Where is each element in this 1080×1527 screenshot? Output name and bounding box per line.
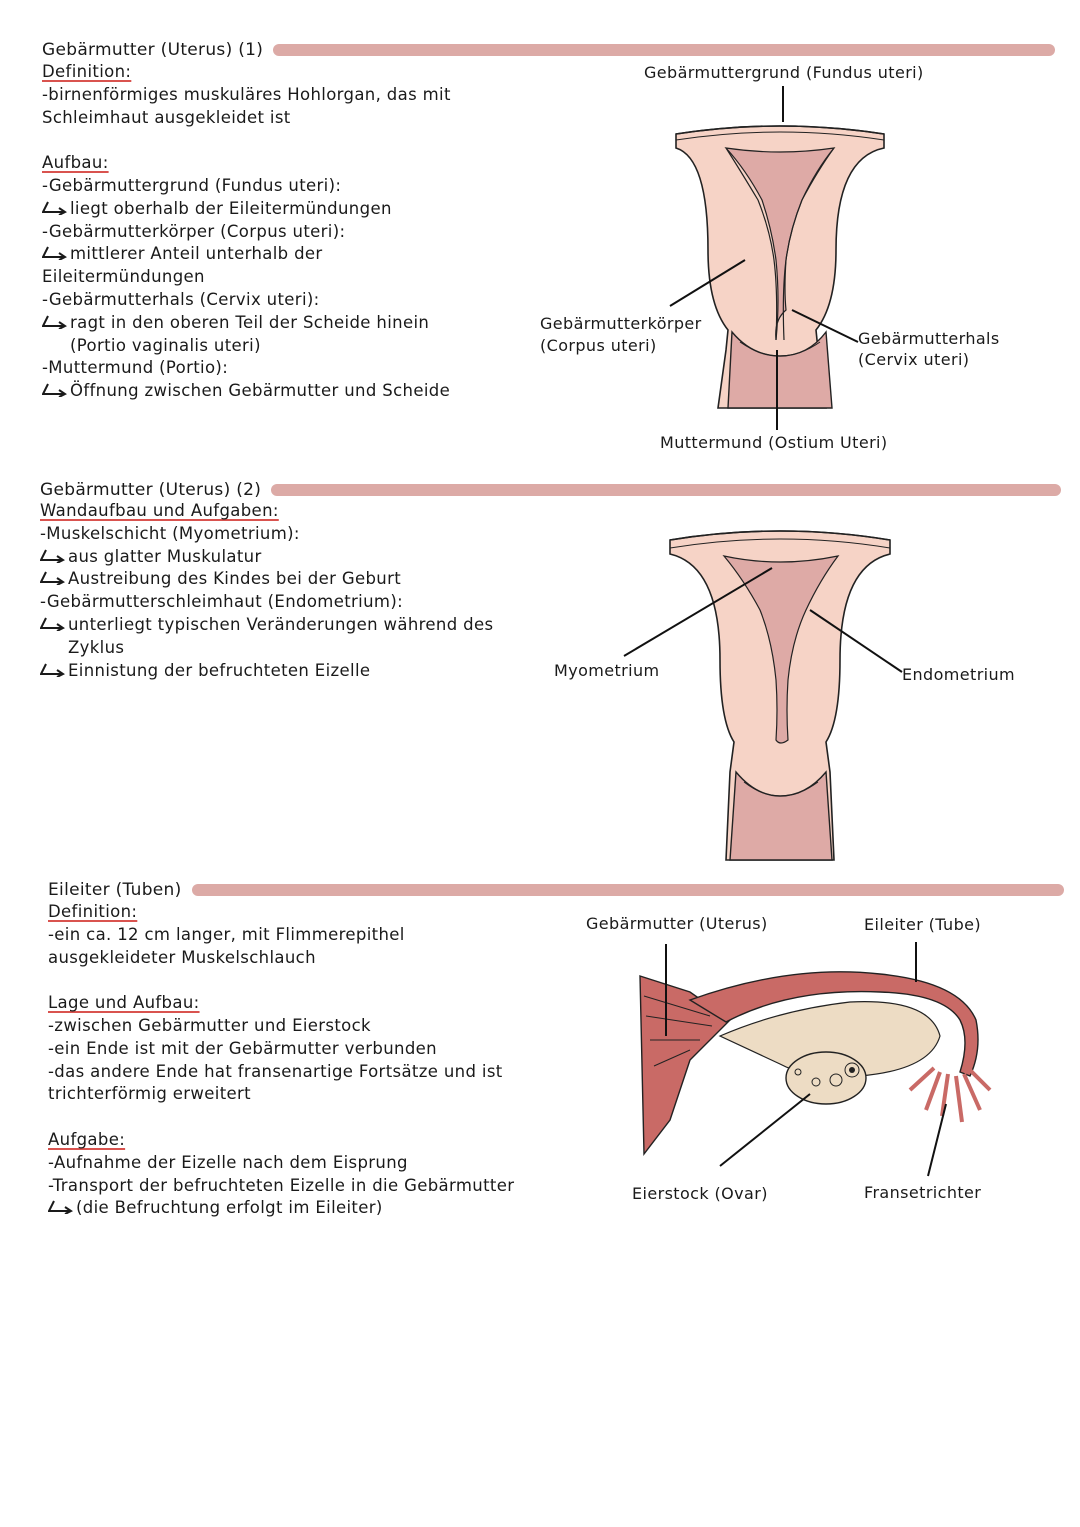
note-line-arrow: mittlerer Anteil unterhalb der bbox=[42, 243, 451, 266]
hook-arrow-icon bbox=[40, 663, 65, 677]
wandaufbau-heading: Wandaufbau und Aufgaben: bbox=[40, 501, 279, 520]
section-title: Gebärmutter (Uterus) (2) bbox=[40, 480, 262, 500]
tube-ovary-diagram bbox=[639, 942, 992, 1177]
definition-line: -ein ca. 12 cm langer, mit Flimmerepithe… bbox=[48, 924, 405, 944]
definition-heading: Definition: bbox=[42, 62, 132, 81]
hook-arrow-icon bbox=[40, 571, 65, 586]
note-line-arrow: ragt in den oberen Teil der Scheide hine… bbox=[42, 312, 451, 335]
section-title: Gebärmutter (Uterus) (1) bbox=[42, 40, 264, 60]
note-line-arrow: Einnistung der befruchteten Eizelle bbox=[40, 660, 493, 683]
section-title: Eileiter (Tuben) bbox=[48, 880, 182, 900]
hook-arrow-icon bbox=[48, 1200, 73, 1215]
title-bar bbox=[191, 884, 1064, 896]
definition-line: -birnenförmiges muskuläres Hohlorgan, da… bbox=[42, 84, 451, 104]
label-fundus: Gebärmuttergrund (Fundus uteri) bbox=[644, 63, 924, 82]
note-line: -Gebärmutterschleimhaut (Endometrium): bbox=[40, 592, 404, 612]
notes-uterus-1: Definition: -birnenförmiges muskuläres H… bbox=[42, 61, 451, 403]
hook-arrow-icon bbox=[40, 549, 65, 563]
ovary bbox=[785, 1051, 867, 1105]
label-corpus: Gebärmutterkörper bbox=[540, 314, 702, 333]
label-fimbria: Fransetrichter bbox=[864, 1183, 982, 1202]
note-line: -Gebärmuttergrund (Fundus uteri): bbox=[42, 175, 342, 195]
hook-arrow-icon bbox=[40, 617, 65, 631]
definition-line: Schleimhaut ausgekleidet ist bbox=[42, 107, 291, 127]
label-endometrium: Endometrium bbox=[902, 665, 1016, 684]
label-cervix: Gebärmutterhals bbox=[858, 329, 1000, 348]
note-line: Zyklus bbox=[68, 637, 125, 657]
label-ovary: Eierstock (Ovar) bbox=[632, 1184, 768, 1203]
note-line-arrow: Öffnung zwischen Gebärmutter und Scheide bbox=[42, 380, 451, 403]
note-line: -das andere Ende hat fransenartige Forts… bbox=[48, 1061, 503, 1081]
hook-arrow-icon bbox=[42, 383, 67, 398]
title-bar bbox=[271, 484, 1062, 496]
note-line: -Muttermund (Portio): bbox=[42, 358, 229, 378]
note-line: -Transport der befruchteten Eizelle in d… bbox=[48, 1175, 515, 1195]
uterus-diagram-2 bbox=[623, 530, 903, 861]
label-tube: Eileiter (Tube) bbox=[864, 915, 982, 934]
note-line: -Aufnahme der Eizelle nach dem Eisprung bbox=[48, 1152, 408, 1172]
note-line: -Muskelschicht (Myometrium): bbox=[40, 523, 300, 543]
hook-arrow-icon bbox=[42, 246, 67, 261]
note-line-arrow: liegt oberhalb der Eileitermündungen bbox=[42, 198, 451, 221]
note-line: -ein Ende ist mit der Gebärmutter verbun… bbox=[48, 1038, 437, 1058]
note-line-arrow: Austreibung des Kindes bei der Geburt bbox=[40, 568, 493, 591]
note-line-arrow: unterliegt typischen Veränderungen währe… bbox=[40, 614, 493, 637]
label-ostium: Muttermund (Ostium Uteri) bbox=[660, 433, 888, 452]
uterus-diagram-1 bbox=[669, 86, 885, 430]
label-corpus-latin: (Corpus uteri) bbox=[540, 336, 657, 355]
note-line: trichterförmig erweitert bbox=[48, 1084, 251, 1104]
note-line: -Gebärmutterhals (Cervix uteri): bbox=[42, 289, 320, 309]
notes-uterus-2: Wandaufbau und Aufgaben: -Muskelschicht … bbox=[40, 500, 493, 682]
title-bar bbox=[273, 44, 1056, 56]
section-title-row: Gebärmutter (Uterus) (1) bbox=[42, 40, 1056, 60]
lage-heading: Lage und Aufbau: bbox=[48, 993, 200, 1013]
hook-arrow-icon bbox=[42, 201, 67, 215]
note-line: (Portio vaginalis uteri) bbox=[70, 335, 261, 355]
note-line-arrow: (die Befruchtung erfolgt im Eileiter) bbox=[48, 1197, 514, 1220]
label-uterus: Gebärmutter (Uterus) bbox=[586, 914, 768, 933]
definition-line: ausgekleideter Muskelschlauch bbox=[48, 947, 316, 967]
fallopian-tube bbox=[688, 971, 979, 1077]
notes-tuben: Definition: -ein ca. 12 cm langer, mit F… bbox=[48, 901, 514, 1220]
hook-arrow-icon bbox=[42, 315, 67, 329]
uterus-wall bbox=[639, 975, 732, 1157]
note-line: Eileitermündungen bbox=[42, 267, 205, 287]
aufgabe-heading: Aufgabe: bbox=[48, 1129, 126, 1149]
label-cervix-latin: (Cervix uteri) bbox=[858, 350, 970, 369]
note-line: -zwischen Gebärmutter und Eierstock bbox=[48, 1015, 371, 1035]
aufbau-heading: Aufbau: bbox=[42, 153, 109, 173]
endometrium bbox=[722, 555, 840, 744]
note-line: -Gebärmutterkörper (Corpus uteri): bbox=[42, 221, 346, 241]
definition-heading: Definition: bbox=[48, 902, 138, 921]
fimbriae bbox=[908, 1066, 992, 1123]
section-title-row: Gebärmutter (Uterus) (2) bbox=[40, 480, 1062, 500]
section-title-row: Eileiter (Tuben) bbox=[48, 880, 1064, 900]
label-myometrium: Myometrium bbox=[554, 661, 660, 680]
note-line-arrow: aus glatter Muskulatur bbox=[40, 546, 493, 569]
